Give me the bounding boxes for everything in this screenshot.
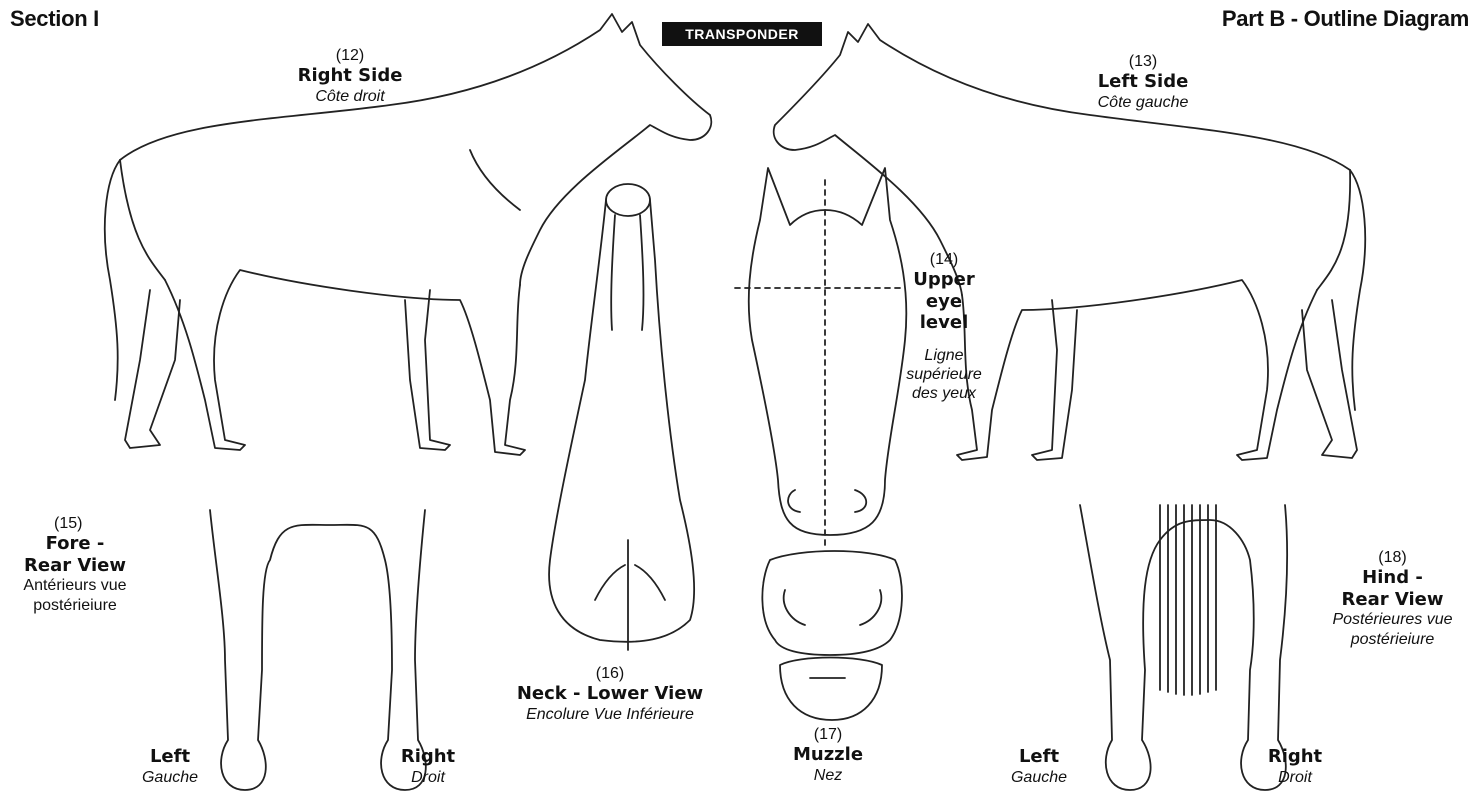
upper-eye-sub-2: supérieure (900, 365, 988, 384)
fore-right-subtitle: Droit (388, 768, 468, 787)
right-side-number: (12) (270, 46, 430, 65)
fore-rear-title-1: Fore - (2, 533, 148, 555)
muzzle-title: Muzzle (768, 744, 888, 766)
head-front-view-drawing (735, 168, 906, 550)
left-side-label: (13) Left Side Côte gauche (1063, 52, 1223, 112)
neck-lower-title: Neck - Lower View (490, 683, 730, 705)
upper-eye-title-3: level (900, 312, 988, 334)
fore-rear-sub-1: Antérieurs vue (2, 576, 148, 595)
upper-eye-number: (14) (900, 250, 988, 269)
hind-rear-label: (18) Hind - Rear View Postérieures vue p… (1310, 548, 1475, 649)
neck-lower-subtitle: Encolure Vue Inférieure (490, 705, 730, 724)
hind-rear-sub-2: postérieiure (1310, 630, 1475, 649)
muzzle-number: (17) (768, 725, 888, 744)
muzzle-label: (17) Muzzle Nez (768, 725, 888, 785)
fore-right-label: Right Droit (388, 746, 468, 787)
fore-left-label: Left Gauche (130, 746, 210, 787)
muzzle-subtitle: Nez (768, 766, 888, 785)
left-side-number: (13) (1063, 52, 1223, 71)
hind-rear-title-2: Rear View (1310, 589, 1475, 611)
fore-rear-number: (15) (2, 514, 148, 533)
section-title: Section I (10, 6, 99, 32)
fore-rear-title-2: Rear View (2, 555, 148, 577)
hind-right-title: Right (1255, 746, 1335, 768)
right-side-label: (12) Right Side Côte droit (270, 46, 430, 106)
upper-eye-sub-3: des yeux (900, 384, 988, 403)
left-side-subtitle: Côte gauche (1063, 93, 1223, 112)
hind-left-title: Left (999, 746, 1079, 768)
hind-rear-title-1: Hind - (1310, 567, 1475, 589)
upper-eye-sub-1: Ligne (900, 346, 988, 365)
hind-left-label: Left Gauche (999, 746, 1079, 787)
neck-lower-number: (16) (490, 664, 730, 683)
left-side-title: Left Side (1063, 71, 1223, 93)
muzzle-drawing (762, 551, 902, 720)
hind-left-subtitle: Gauche (999, 768, 1079, 787)
fore-rear-sub-2: postérieiure (2, 596, 148, 615)
part-title: Part B - Outline Diagram (1222, 6, 1469, 32)
fore-right-title: Right (388, 746, 468, 768)
upper-eye-title-1: Upper (900, 269, 988, 291)
transponder-badge: TRANSPONDER (662, 22, 822, 46)
hind-right-subtitle: Droit (1255, 768, 1335, 787)
upper-eye-label: (14) Upper eye level Ligne supérieure de… (900, 250, 988, 404)
fore-left-title: Left (130, 746, 210, 768)
fore-rear-label: (15) Fore - Rear View Antérieurs vue pos… (2, 514, 148, 615)
hind-rear-number: (18) (1310, 548, 1475, 567)
hind-right-label: Right Droit (1255, 746, 1335, 787)
fore-left-subtitle: Gauche (130, 768, 210, 787)
right-side-subtitle: Côte droit (270, 87, 430, 106)
right-side-title: Right Side (270, 65, 430, 87)
hind-rear-sub-1: Postérieures vue (1310, 610, 1475, 629)
neck-lower-view-drawing (549, 184, 694, 650)
upper-eye-title-2: eye (900, 291, 988, 313)
neck-lower-label: (16) Neck - Lower View Encolure Vue Infé… (490, 664, 730, 724)
